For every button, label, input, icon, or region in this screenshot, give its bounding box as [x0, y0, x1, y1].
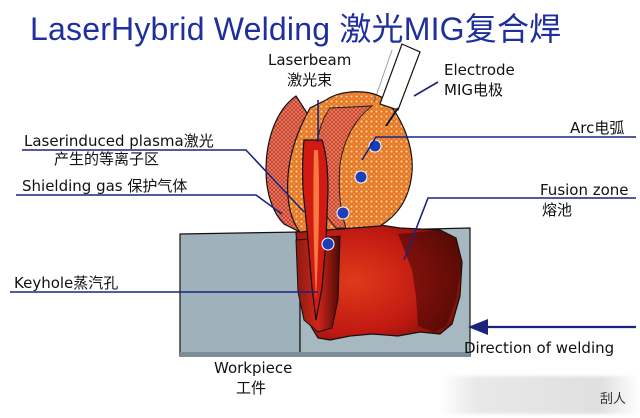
- label-laserbeam: Laserbeam 激光束: [268, 50, 351, 90]
- laser-beam: [301, 139, 329, 321]
- watermark-text: 刮人: [600, 392, 627, 407]
- leader-plasma: [22, 149, 305, 213]
- label-arc: Arc电弧: [570, 119, 625, 137]
- plasma-line1: Laserinduced plasma激光: [24, 132, 214, 150]
- droplet: [336, 206, 350, 220]
- droplet: [321, 237, 335, 251]
- leader-shielding: [16, 194, 283, 215]
- label-plasma: Laserinduced plasma激光 产生的等离子区: [24, 132, 214, 167]
- metal-droplets: [321, 139, 382, 251]
- label-electrode: Electrode MIG电极: [444, 60, 515, 100]
- watermark-blur: [440, 376, 640, 414]
- label-shielding-gas: Shielding gas 保护气体: [22, 177, 188, 195]
- label-workpiece: Workpiece 工件: [214, 358, 292, 398]
- leader-fusion: [403, 197, 636, 261]
- label-keyhole: Keyhole蒸汽孔: [14, 274, 119, 292]
- leader-arc: [361, 136, 636, 161]
- page-title: LaserHybrid Welding 激光MIG复合焊: [30, 11, 562, 47]
- label-fusion-zone: Fusion zone 熔池: [540, 180, 629, 220]
- electrode-en: Electrode: [444, 61, 515, 79]
- plasma-line2: 产生的等离子区: [54, 150, 160, 168]
- fusion-en: Fusion zone: [540, 181, 629, 199]
- label-direction: Direction of welding: [464, 339, 615, 357]
- mig-electrode: [373, 43, 421, 127]
- laserbeam-en: Laserbeam: [268, 51, 352, 69]
- workpiece-zh: 工件: [236, 379, 267, 397]
- direction-arrow: [468, 319, 636, 335]
- laserbeam-zh: 激光束: [287, 71, 333, 89]
- droplet: [354, 170, 368, 184]
- leader-electrode: [413, 81, 439, 97]
- fusion-zh: 熔池: [542, 201, 573, 219]
- electrode-zh: MIG电极: [444, 81, 503, 99]
- leader-lines: [10, 81, 636, 293]
- workpiece-en: Workpiece: [214, 359, 293, 377]
